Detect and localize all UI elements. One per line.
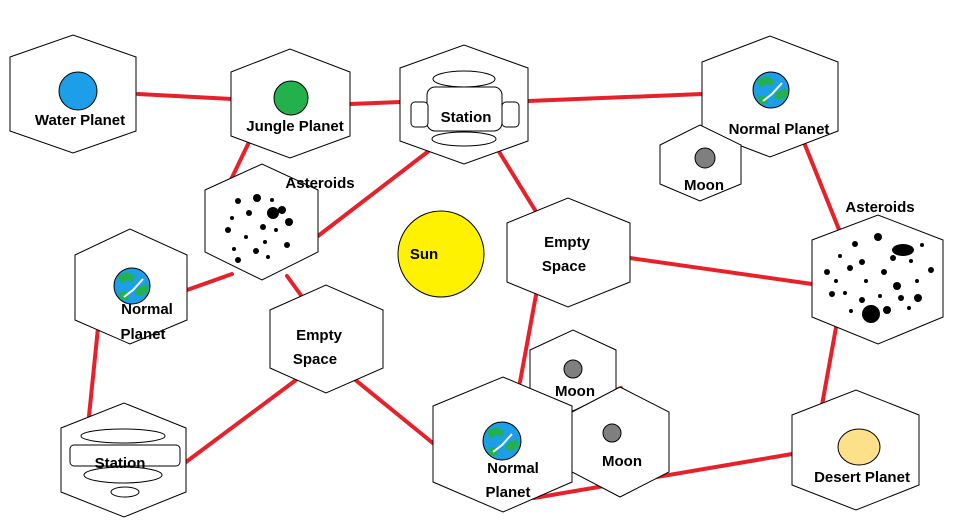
link-normal-desert <box>532 452 794 500</box>
label-asteroids-left: Asteroids <box>285 175 354 192</box>
label-empty-space-right-line2: Space <box>542 258 586 275</box>
label-moon-top-right: Moon <box>684 177 724 194</box>
label-normal-planet-left-line1: Normal <box>121 301 173 318</box>
earth-icon-top-right <box>752 71 790 109</box>
link-empty-asteroids-right <box>628 256 814 286</box>
label-water-planet: Water Planet <box>35 112 125 129</box>
label-desert-planet: Desert Planet <box>814 469 910 486</box>
link-normal-left-station <box>87 326 100 418</box>
label-station-top: Station <box>441 109 492 126</box>
link-empty-station-bottom <box>184 378 298 464</box>
labels: Water Planet Jungle Planet Station Norma… <box>35 109 915 501</box>
moon-icon-center-lower <box>602 423 622 443</box>
link-asteroids-empty-left <box>285 274 305 300</box>
link-station-normal <box>526 92 704 103</box>
station-icon-top <box>410 70 520 147</box>
station-icon-bottom <box>69 428 181 498</box>
label-empty-space-left-line2: Space <box>293 351 337 368</box>
label-jungle-planet: Jungle Planet <box>246 118 344 135</box>
moon-icon-center-upper <box>563 359 583 379</box>
water-planet-icon <box>58 71 98 111</box>
label-normal-planet-left-line2: Planet <box>120 326 165 343</box>
label-moon-center-upper: Moon <box>555 383 595 400</box>
label-station-bottom: Station <box>95 455 146 472</box>
link-normal-asteroids <box>801 138 842 234</box>
label-sun: Sun <box>410 246 438 263</box>
label-empty-space-right-line1: Empty <box>544 234 591 251</box>
link-water-jungle <box>136 92 234 101</box>
label-moon-center-lower: Moon <box>602 453 642 470</box>
earth-icon-left <box>113 267 151 305</box>
link-asteroids-desert <box>820 320 839 407</box>
link-station-empty <box>496 148 537 212</box>
asteroid-field-icon-left <box>225 194 293 263</box>
moon-icon-top-right <box>694 147 716 169</box>
link-asteroids-normal-left <box>185 272 234 292</box>
sun-icon <box>397 210 485 298</box>
desert-planet-icon <box>837 428 881 466</box>
label-asteroids-right: Asteroids <box>845 199 914 216</box>
label-normal-planet-bottom-line1: Normal <box>487 460 539 477</box>
link-empty-normal-bottom-2 <box>351 376 436 446</box>
hex-empty-space-left[interactable] <box>269 284 384 394</box>
label-normal-planet-top-right: Normal Planet <box>729 121 830 138</box>
link-station-asteroids <box>316 148 432 238</box>
connections <box>87 92 842 500</box>
link-jungle-station <box>348 100 402 106</box>
asteroid-field-icon-right <box>824 233 934 323</box>
link-empty-normal-bottom <box>518 293 538 384</box>
hex-asteroids-left[interactable] <box>204 163 319 281</box>
earth-icon-bottom <box>482 421 522 461</box>
jungle-planet-icon <box>273 80 309 116</box>
hex-moon-center-lower[interactable] <box>571 386 670 498</box>
hex-empty-space-right[interactable] <box>506 197 631 308</box>
label-empty-space-left-line1: Empty <box>296 327 343 344</box>
label-normal-planet-bottom-line2: Planet <box>485 484 530 501</box>
